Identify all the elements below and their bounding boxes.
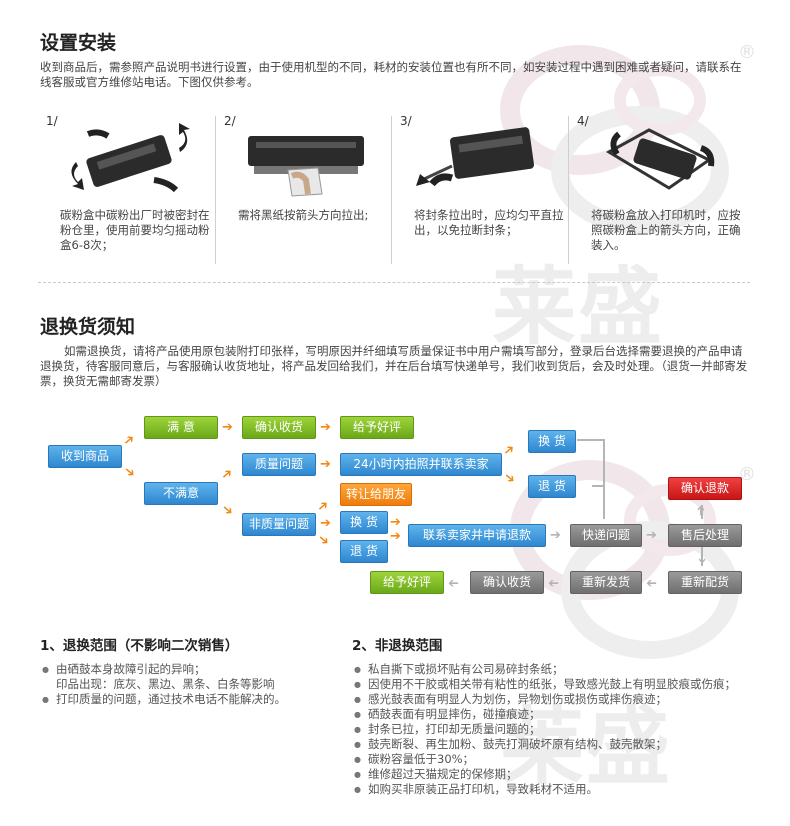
step-number: 2/ — [224, 114, 236, 128]
registered-mark: ® — [738, 42, 756, 63]
step-caption: 碳粉盒中碳粉出厂时被密封在粉仓里，使用前要均匀摇动粉盒6-8次； — [60, 208, 210, 252]
step-caption: 需将黑纸按箭头方向拉出; — [238, 208, 369, 222]
arrow-icon: ➔ — [693, 505, 709, 516]
arrow-icon: ➔ — [320, 516, 331, 531]
list-item: 由硒鼓本身故障引起的异响； — [40, 662, 340, 677]
step-divider — [215, 116, 216, 264]
install-intro: 收到商品后，需参照产品说明书进行设置，由于使用机型的不同，耗材的安装位置也有所不… — [40, 60, 742, 89]
shake-cartridge-illustration — [71, 123, 190, 193]
return-node: 退 货 — [528, 475, 576, 498]
install-step-2: 2/ 需将黑纸按箭头方向拉出; — [216, 112, 392, 264]
arrow-icon: ➔ — [320, 457, 331, 472]
confirm-refund-node: 确认退款 — [668, 477, 742, 500]
reship-node: 重新发货 — [570, 571, 642, 594]
step-number: 1/ — [46, 114, 58, 128]
registered-mark-2: ® — [738, 464, 756, 485]
install-steps: 1/ 碳粉盒中碳粉出厂时被密封在粉仓里，使用前要均匀摇动粉盒6-8次； 2/ — [38, 112, 750, 264]
arrow-icon: ➔ — [320, 420, 331, 435]
install-step-4: 4/ 将碳粉盒放入打印机时，应按照碳粉盒上的箭头方向，正确装入。 — [569, 112, 745, 264]
arrow-icon: ➔ — [390, 515, 401, 530]
restock-node: 重新配货 — [668, 571, 742, 594]
satisfied-node: 满 意 — [144, 416, 218, 439]
quality-issue-node: 质量问题 — [242, 453, 316, 476]
arrow-icon: ➔ — [548, 575, 559, 590]
after-sales-node: 售后处理 — [668, 524, 742, 547]
list-item: 鼓壳断裂、再生加粉、鼓壳打洞破坏原有结构、鼓壳散架； — [352, 737, 762, 752]
confirm-receipt-node-2: 确认收货 — [470, 571, 544, 594]
pull-seal-illustration — [416, 127, 535, 187]
give-praise-node: 给予好评 — [340, 416, 414, 439]
list-item: 感光鼓表面有明显人为划伤，异物划伤或损伤或摔伤痕迹； — [352, 692, 762, 707]
list-item: 维修超过天猫规定的保修期； — [352, 767, 762, 782]
step-divider — [568, 116, 569, 264]
arrow-icon: ➔ — [646, 575, 657, 590]
arrow-icon: ➔ — [550, 528, 561, 543]
arrow-icon: ➔ — [646, 528, 657, 543]
give-praise-node-2: 给予好评 — [370, 571, 444, 594]
step-number: 4/ — [577, 114, 589, 128]
brand-logo-watermark — [490, 40, 750, 244]
step-divider — [391, 116, 392, 264]
non-return-scope-list: 私自撕下或损坏贴有公司易碎封条纸； 因使用不干胶或相关带有粘性的纸张，导致感光鼓… — [352, 662, 762, 797]
install-step-1: 1/ 碳粉盒中碳粉出厂时被密封在粉仓里，使用前要均匀摇动粉盒6-8次； — [38, 112, 214, 264]
pull-black-paper-illustration — [248, 136, 364, 197]
list-item: 硒鼓表面有明显摔伤，碰撞痕迹； — [352, 707, 762, 722]
contact-refund-node: 联系卖家并申请退款 — [408, 524, 546, 547]
return-scope-title: 1、退换范围（不影响二次销售） — [40, 638, 239, 654]
step-caption: 将碳粉盒放入打印机时，应按照碳粉盒上的箭头方向，正确装入。 — [591, 208, 741, 252]
arrow-icon: ➔ — [390, 529, 401, 544]
returns-title: 退换货须知 — [40, 316, 136, 338]
express-issue-node: 快递问题 — [570, 524, 642, 547]
arrow-icon: ➔ — [448, 575, 459, 590]
list-item: 打印质量的问题，通过技术电话不能解决的。 — [40, 692, 340, 707]
list-item: 封条已拉，打印却无质量问题的； — [352, 722, 762, 737]
step-number: 3/ — [400, 114, 412, 128]
list-item: 如购买非原装正品打印机，导致耗材不适用。 — [352, 782, 762, 797]
step-caption: 将封条拉出时，应均匀平直拉出，以免拉断封条； — [414, 208, 564, 237]
return-scope-list: 由硒鼓本身故障引起的异响； 印品出现：底灰、黑边、黑条、白条等影响 打印质量的问… — [40, 662, 340, 707]
unsatisfied-node: 不满意 — [144, 482, 218, 505]
returns-intro: 如需退换货，请将产品使用原包装附打印张样，写明原因并纤细填写质量保证书中用户需填… — [40, 344, 748, 388]
section-divider — [38, 282, 750, 283]
exchange-node: 换 货 — [528, 430, 576, 453]
photo-contact-node: 24小时内拍照并联系卖家 — [340, 453, 502, 476]
insert-cartridge-illustration — [605, 128, 715, 190]
non-return-scope-title: 2、非退换范围 — [352, 638, 443, 654]
exchange-node-2: 换 货 — [340, 511, 388, 534]
list-item: 私自撕下或损坏贴有公司易碎封条纸； — [352, 662, 762, 677]
return-node-2: 退 货 — [340, 540, 388, 563]
install-step-3: 3/ 将封条拉出时，应均匀平直拉出，以免拉断封条； — [392, 112, 568, 264]
brand-text-watermark: 莱盛 — [492, 258, 665, 356]
arrow-icon: ➔ — [693, 553, 709, 564]
arrow-icon: ➔ — [222, 420, 233, 435]
confirm-receipt-node: 确认收货 — [242, 416, 316, 439]
install-title: 设置安装 — [40, 32, 117, 54]
list-item: 因使用不干胶或相关带有粘性的纸张，导致感光鼓上有明显胶痕或伤痕； — [352, 677, 762, 692]
non-quality-issue-node: 非质量问题 — [242, 513, 316, 536]
transfer-friend-node: 转让给朋友 — [340, 483, 412, 506]
list-item: 印品出现：底灰、黑边、黑条、白条等影响 — [56, 677, 275, 691]
list-item: 碳粉容量低于30%； — [352, 752, 762, 767]
received-goods-node: 收到商品 — [48, 445, 122, 468]
